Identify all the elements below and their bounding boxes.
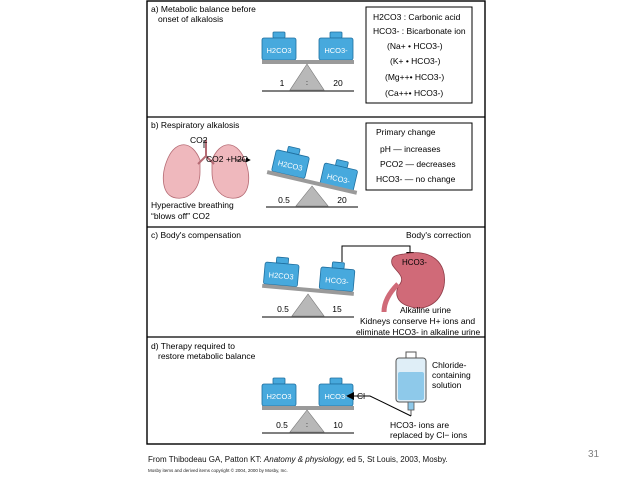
legend-box: [365, 6, 473, 104]
svg-text::: :: [306, 80, 308, 87]
hco3-weight-label: HCO3-: [324, 46, 348, 55]
kidney-illustration: [381, 252, 445, 313]
reaction-label: CO2 +H2O: [206, 154, 249, 164]
legend-item: (Na+ • HCO3-): [387, 41, 443, 51]
legend-item: H2CO3 : Carbonic acid: [373, 12, 461, 22]
fulcrum: [289, 409, 325, 433]
h2co3-weight-label: H2CO3: [266, 392, 291, 401]
h2co3-value: 0.5: [277, 304, 289, 314]
panel-d-caption: HCO3- ions are: [390, 420, 449, 430]
fulcrum: [289, 63, 325, 91]
co2-label: CO2: [190, 135, 208, 145]
scale-beam: [262, 283, 355, 296]
legend-item: (Mg++• HCO3-): [385, 72, 444, 82]
panel-d-title: restore metabolic balance: [158, 351, 256, 361]
balance-scale-b: H2CO3 HCO3- 0.5 20: [266, 143, 360, 208]
slide-number: 31: [588, 449, 600, 460]
iv-bag-illustration: [395, 351, 427, 416]
h2co3-weight-label: H2CO3: [266, 46, 291, 55]
solution-label: containing: [432, 370, 471, 380]
balance-scale-d: H2CO3 HCO3- : 0.5 10: [261, 377, 354, 434]
primary-change-title: Primary change: [376, 127, 436, 137]
balance-scale-c: H2CO3 HCO3- 0.5 15: [262, 255, 356, 318]
h2co3-weight-label: H2CO3: [268, 270, 294, 281]
panel-a-title: a) Metabolic balance before: [151, 4, 256, 14]
scale-beam: [266, 170, 358, 195]
correction-label: Body's correction: [406, 230, 471, 240]
kidney-label: HCO3-: [402, 258, 427, 267]
panel-d-caption: replaced by Cl− ions: [390, 430, 467, 440]
panel-b-caption: “blows off” CO2: [151, 211, 210, 221]
copyright-notice: Mosby items and derived items copyright …: [148, 468, 288, 473]
hco3-value: 15: [332, 304, 342, 314]
primary-change-row: PCO2 — decreases: [380, 159, 456, 169]
panel-b-caption: Hyperactive breathing: [151, 200, 234, 210]
fulcrum: [291, 293, 325, 317]
h2co3-value: 0.5: [278, 195, 290, 205]
legend-item: (Ca++• HCO3-): [385, 88, 443, 98]
hco3-value: 20: [333, 78, 343, 88]
hco3-value: 10: [333, 420, 343, 430]
solution-label: solution: [432, 380, 462, 390]
scale-beam: [262, 406, 354, 410]
urine-label: Alkaline urine: [400, 305, 451, 315]
balance-scale-a: H2CO3 HCO3- : 1 20: [261, 31, 354, 92]
h2co3-value: 0.5: [276, 420, 288, 430]
hco3-value: 20: [337, 195, 347, 205]
hco3-weight-label: HCO3-: [324, 392, 348, 401]
primary-change-row: HCO3- — no change: [376, 174, 456, 184]
scale-beam: [262, 60, 354, 64]
citation: From Thibodeau GA, Patton KT: Anatomy & …: [148, 455, 448, 464]
legend-item: (K+ • HCO3-): [390, 56, 441, 66]
panel-c-caption: Kidneys conserve H+ ions and: [360, 316, 475, 326]
hco3-weight-label: HCO3-: [325, 275, 350, 286]
fulcrum: [295, 185, 329, 207]
panel-b-title: b) Respiratory alkalosis: [151, 120, 239, 130]
primary-change-box: [365, 122, 473, 191]
panel-a-title: onset of alkalosis: [158, 14, 223, 24]
lungs-illustration: [162, 140, 250, 199]
panel-c-caption: eliminate HCO3- in alkaline urine: [356, 327, 481, 337]
svg-text::: :: [306, 422, 308, 429]
chloride-label: Cl−: [357, 391, 370, 401]
legend-item: HCO3- : Bicarbonate ion: [373, 26, 466, 36]
h2co3-value: 1: [280, 78, 285, 88]
solution-label: Chloride-: [432, 360, 467, 370]
panel-c-title: c) Body's compensation: [151, 230, 241, 240]
primary-change-row: pH — increases: [380, 144, 440, 154]
panel-d-title: d) Therapy required to: [151, 341, 235, 351]
